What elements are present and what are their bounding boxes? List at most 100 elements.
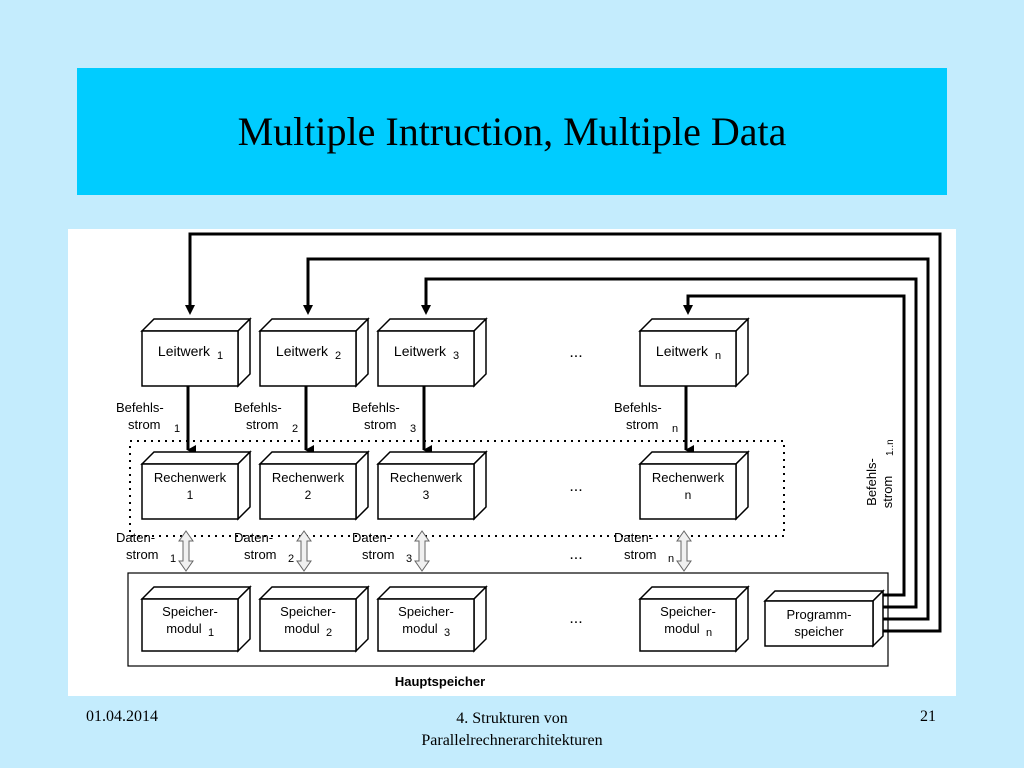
leitwerk-index: 1 bbox=[217, 350, 223, 362]
befehlsstrom-label-line1: Befehls- bbox=[234, 400, 282, 415]
rechenwerk-index: 2 bbox=[305, 488, 312, 502]
rechenwerk-index: 3 bbox=[423, 488, 430, 502]
title-bar: Multiple Intruction, Multiple Data bbox=[77, 68, 947, 195]
datenstrom-label-line2: strom bbox=[362, 547, 395, 562]
datenstrom-index: 3 bbox=[406, 553, 412, 565]
leitwerk-box-side bbox=[473, 317, 487, 388]
speichermodul-box-side bbox=[473, 585, 487, 653]
speichermodul-box-front bbox=[639, 598, 737, 652]
page-number: 21 bbox=[920, 708, 936, 725]
rechenwerk-box-front bbox=[141, 463, 239, 520]
rechenwerk-box-top bbox=[258, 451, 370, 465]
leitwerk-label: Leitwerk bbox=[656, 343, 709, 359]
side-label-line2: strom bbox=[880, 476, 895, 509]
rechenwerk-label: Rechenwerk bbox=[390, 470, 463, 485]
footer-date: 01.04.2014 bbox=[86, 708, 158, 725]
leitwerk-label: Leitwerk bbox=[158, 343, 211, 359]
leitwerk-label: Leitwerk bbox=[276, 343, 329, 359]
leitwerk-box-side bbox=[237, 317, 251, 388]
ellipsis-speicher: ... bbox=[569, 610, 582, 627]
mimd-diagram: Hauptspeicher Befehls- strom 1..n Leitwe… bbox=[68, 229, 956, 696]
rechenwerk-box-front bbox=[639, 463, 737, 520]
speichermodul-index: n bbox=[706, 627, 712, 639]
side-befehlsstrom-label: Befehls- strom 1..n bbox=[864, 439, 896, 508]
datenstrom-arrow-shape bbox=[414, 530, 430, 572]
speichermodul-label-line2: modul bbox=[166, 621, 202, 636]
leitwerk-label: Leitwerk bbox=[394, 343, 447, 359]
befehlsstrom-index: 1 bbox=[174, 423, 180, 435]
speichermodul-box bbox=[638, 585, 750, 653]
datenstrom-label-line2: strom bbox=[244, 547, 277, 562]
speichermodul-box-front bbox=[259, 598, 357, 652]
datenstrom-arrow-shape bbox=[178, 530, 194, 572]
rechenwerk-label: Rechenwerk bbox=[652, 470, 725, 485]
leitwerk-box bbox=[140, 317, 252, 388]
leitwerk-box-top bbox=[258, 318, 370, 332]
leitwerk-box-side bbox=[735, 317, 749, 388]
datenstrom-label-line1: Daten- bbox=[352, 530, 391, 545]
datenstrom-arrow-shape bbox=[676, 530, 692, 572]
side-label-line1: Befehls- bbox=[864, 458, 879, 506]
rechenwerk-label: Rechenwerk bbox=[154, 470, 227, 485]
datenstrom-label-line2: strom bbox=[126, 547, 159, 562]
programmspeicher-line2: speicher bbox=[794, 624, 844, 639]
speichermodul-label-line2: modul bbox=[402, 621, 438, 636]
leitwerk-box-front bbox=[377, 330, 475, 387]
rechenwerk-box bbox=[376, 450, 488, 521]
rechenwerk-index: 1 bbox=[187, 488, 194, 502]
datenstrom-label-line2: strom bbox=[624, 547, 657, 562]
speichermodul-index: 3 bbox=[444, 627, 450, 639]
rechenwerk-box-top bbox=[638, 451, 750, 465]
rechenwerk-index: n bbox=[685, 488, 692, 502]
speichermodul-label-line2: modul bbox=[284, 621, 320, 636]
footer-title: 4. Strukturen von Parallelrechnerarchite… bbox=[362, 708, 662, 752]
speichermodul-box-top bbox=[258, 586, 370, 600]
slide-title: Multiple Intruction, Multiple Data bbox=[237, 109, 787, 154]
rechenwerk-box-top bbox=[140, 451, 252, 465]
rechenwerk-box bbox=[638, 450, 750, 521]
leitwerk-box-front bbox=[259, 330, 357, 387]
rechenwerk-box-side bbox=[735, 450, 749, 521]
rechenwerk-box-side bbox=[473, 450, 487, 521]
speichermodul-label-line1: Speicher- bbox=[398, 604, 454, 619]
befehlsstrom-label-line2: strom bbox=[246, 417, 279, 432]
leitwerk-box bbox=[376, 317, 488, 388]
leitwerk-box-front bbox=[639, 330, 737, 387]
leitwerk-box-top bbox=[376, 318, 488, 332]
leitwerk-index: 2 bbox=[335, 350, 341, 362]
datenstrom-index: 2 bbox=[288, 553, 294, 565]
speichermodul-box-front bbox=[141, 598, 239, 652]
rechenwerk-label: Rechenwerk bbox=[272, 470, 345, 485]
speichermodul-label-line2: modul bbox=[664, 621, 700, 636]
datenstrom-label-line1: Daten- bbox=[614, 530, 653, 545]
speichermodul-index: 1 bbox=[208, 627, 214, 639]
befehlsstrom-index: n bbox=[672, 423, 678, 435]
rechenwerk-box bbox=[258, 450, 370, 521]
ellipsis-rechenwerk: ... bbox=[569, 478, 582, 495]
befehlsstrom-label-line2: strom bbox=[128, 417, 161, 432]
befehlsstrom-index: 2 bbox=[292, 423, 298, 435]
rechenwerk-box-side bbox=[355, 450, 369, 521]
leitwerk-input-arrowheads bbox=[185, 305, 693, 315]
leitwerk-index: n bbox=[715, 350, 721, 362]
datenstrom-arrow bbox=[676, 530, 692, 572]
rechenwerk-box bbox=[140, 450, 252, 521]
speichermodul-box-top bbox=[140, 586, 252, 600]
diagram-canvas: Hauptspeicher Befehls- strom 1..n Leitwe… bbox=[116, 232, 942, 689]
speichermodul-box bbox=[140, 585, 252, 653]
leitwerk-box-top bbox=[638, 318, 750, 332]
datenstrom-index: 1 bbox=[170, 553, 176, 565]
programmspeicher-box: Programm- speicher bbox=[763, 589, 885, 648]
leitwerk-box-top bbox=[140, 318, 252, 332]
ellipsis-leitwerk: ... bbox=[569, 344, 582, 361]
speichermodul-box-front bbox=[377, 598, 475, 652]
speichermodul-box bbox=[376, 585, 488, 653]
datenstrom-arrow-shape bbox=[296, 530, 312, 572]
speichermodul-index: 2 bbox=[326, 627, 332, 639]
speichermodul-box-top bbox=[638, 586, 750, 600]
hauptspeicher-label: Hauptspeicher bbox=[395, 674, 485, 689]
